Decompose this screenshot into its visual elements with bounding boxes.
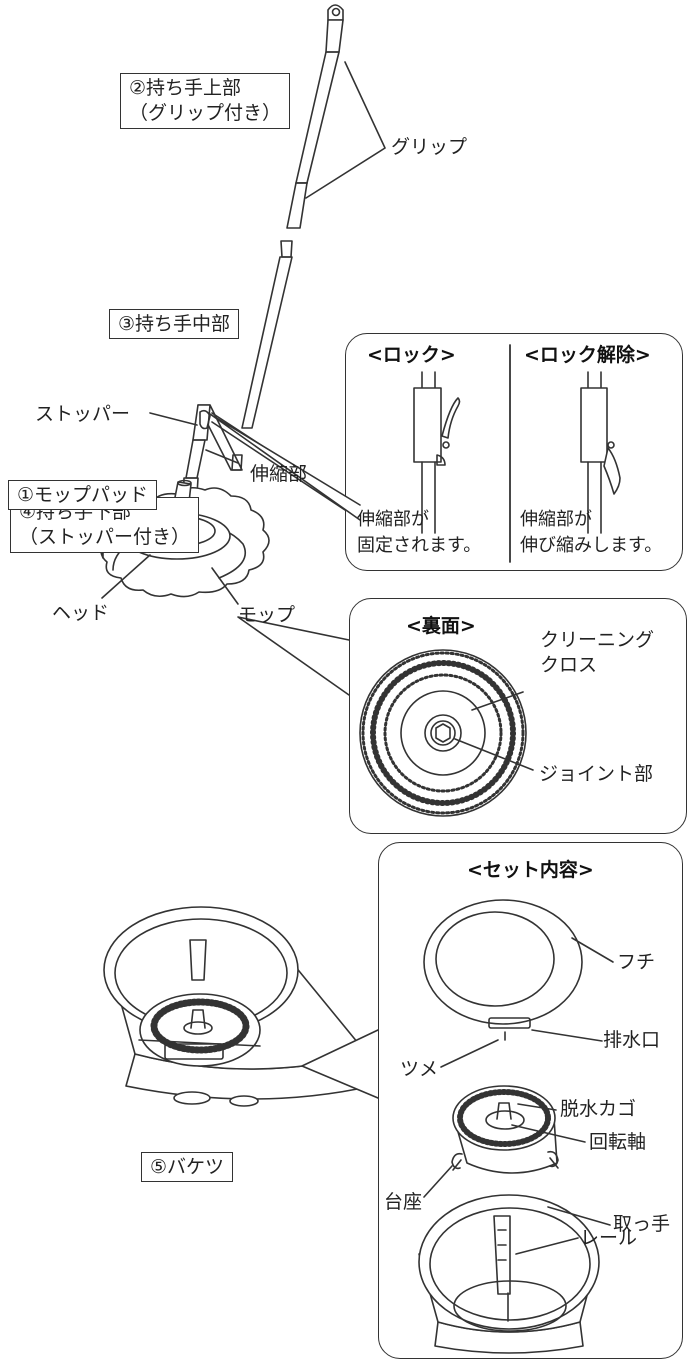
lock-illustration xyxy=(413,371,461,534)
unlock-caption-line2: 伸び縮みします。 xyxy=(520,535,663,556)
cleaning-cloth-label: クリーニング クロス xyxy=(540,628,654,678)
rim-drawing xyxy=(423,899,583,1041)
empty-bucket-drawing xyxy=(418,1194,600,1354)
mop-pad-label: ①モップパッド xyxy=(8,480,158,510)
lock-panel xyxy=(345,333,683,571)
upper-handle-label: ②持ち手上部 （グリップ付き） xyxy=(120,73,291,129)
spin-basket-label: 脱水カゴ xyxy=(560,1098,637,1120)
upper-handle-drawing xyxy=(286,4,344,229)
joint-label: ジョイント部 xyxy=(539,763,654,785)
unlock-caption: 伸縮部が 伸び縮みします。 xyxy=(520,507,662,559)
lower-handle-label-line2: （ストッパー付き） xyxy=(19,526,191,548)
stopper-label: ストッパー xyxy=(35,403,131,425)
lock-title: <ロック> xyxy=(367,344,456,366)
rail-label: レール xyxy=(580,1227,638,1249)
head-label: ヘッド xyxy=(52,602,110,624)
cleaning-cloth-label-line2: クロス xyxy=(540,654,598,676)
rim-label: フチ xyxy=(617,951,656,973)
back-side-drawing xyxy=(359,649,527,817)
base-label: 台座 xyxy=(384,1191,423,1213)
unlock-title: <ロック解除> xyxy=(524,344,651,366)
upper-handle-label-line1: ②持ち手上部 xyxy=(129,77,242,99)
lock-caption: 伸縮部が 固定されます。 xyxy=(357,507,481,559)
spin-basket-drawing xyxy=(451,1085,559,1174)
lock-caption-line2: 固定されます。 xyxy=(357,535,482,556)
set-contents-title: <セット内容> xyxy=(467,859,594,881)
unlock-caption-line1: 伸縮部が xyxy=(520,509,592,530)
telescopic-label: 伸縮部 xyxy=(250,463,308,485)
drain-label: 排水口 xyxy=(603,1029,661,1051)
middle-handle-drawing xyxy=(241,240,293,429)
handle-label: 取っ手 xyxy=(613,1213,671,1235)
cleaning-cloth-label-line1: クリーニング xyxy=(540,629,655,651)
grip-label: グリップ xyxy=(391,136,468,158)
middle-handle-label: ③持ち手中部 xyxy=(109,309,240,339)
unlock-illustration xyxy=(580,371,621,534)
mop-label: モップ xyxy=(238,604,296,626)
back-side-title: <裏面> xyxy=(406,615,476,637)
upper-handle-label-line2: （グリップ付き） xyxy=(129,102,282,124)
axis-label: 回転軸 xyxy=(589,1131,647,1153)
lock-caption-line1: 伸縮部が xyxy=(357,509,429,530)
claw-label: ツメ xyxy=(400,1058,439,1080)
bucket-label: ⑤バケツ xyxy=(141,1152,234,1182)
